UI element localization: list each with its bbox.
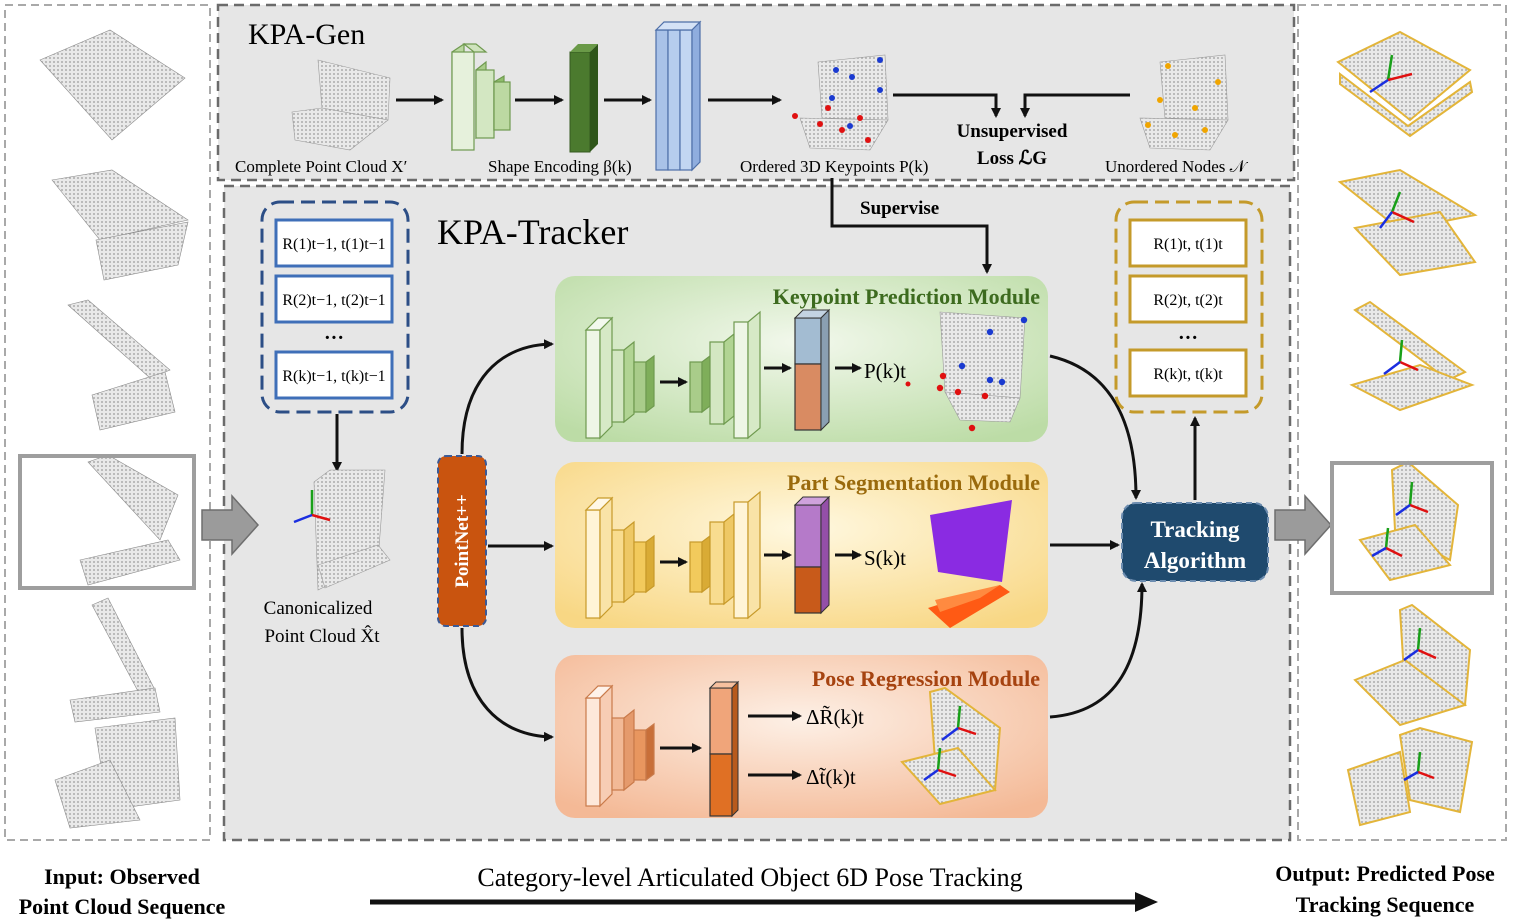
input-frame-1 <box>39 29 186 141</box>
canonicalized-label-line1: Canonicalized <box>264 598 373 619</box>
pose-output-translation: Δt̃(k)t <box>806 765 856 789</box>
out-pose-box-k <box>1128 348 1248 398</box>
keypoint-to-tracking-arrow <box>1049 354 1141 500</box>
segmentation-module-title: Part Segmentation Module <box>787 470 1040 495</box>
input-label-line1: Input: Observed <box>44 864 200 889</box>
supervise-label: Supervise <box>860 198 939 219</box>
out-pose-1: R(1)t, t(1)t <box>1153 236 1223 253</box>
keypoint-head-block <box>793 308 831 432</box>
prev-pose-ellipsis: ··· <box>324 327 344 349</box>
loss-label: Loss ℒG <box>977 148 1047 169</box>
output-label-line1: Output: Predicted Pose <box>1275 861 1495 886</box>
current-input-frame-highlight <box>18 454 196 590</box>
canonicalized-label-line2: Point Cloud X̂t <box>264 625 380 647</box>
segmentation-output: S(k)t <box>864 546 906 570</box>
pose-module-title: Pose Regression Module <box>812 666 1040 691</box>
nodes-to-loss-arrow <box>1020 93 1130 118</box>
pose-head-block <box>708 680 740 818</box>
unordered-nodes-label: Unordered Nodes 𝒩 <box>1105 157 1249 176</box>
prev-pose-box-1 <box>274 218 394 268</box>
input-frame-6-base <box>54 759 141 829</box>
segmentation-head-block <box>793 495 831 615</box>
previous-poses-group <box>260 200 410 414</box>
output-label-line2: Tracking Sequence <box>1296 892 1475 917</box>
decoder-block <box>654 20 702 172</box>
input-label-line2: Point Cloud Sequence <box>19 894 226 919</box>
out-pose-2: R(2)t, t(2)t <box>1153 292 1223 309</box>
tracking-label-line1: Tracking <box>1150 517 1240 542</box>
pose-to-tracking-arrow <box>1049 582 1147 719</box>
current-output-frame-highlight <box>1330 461 1494 595</box>
keypoints-to-loss-arrow <box>893 93 1001 118</box>
output-thumbnails <box>1336 30 1478 827</box>
out-pose-box-2 <box>1128 274 1248 324</box>
keypoint-prediction-image <box>905 311 1028 432</box>
complete-point-cloud-label: Complete Point Cloud X′ <box>235 157 407 176</box>
input-frame-3 <box>67 299 171 379</box>
pose-regression-image <box>900 686 1002 806</box>
output-frame-3-base <box>1349 363 1475 412</box>
pointnet-to-pose-arrow <box>460 627 554 742</box>
prev-pose-k: R(k)t−1, t(k)t−1 <box>282 368 385 385</box>
bottom-flow-arrowhead <box>1135 892 1158 912</box>
input-frame-5-base <box>69 687 161 723</box>
out-pose-box-1 <box>1128 218 1248 268</box>
output-frame-2-base <box>1353 210 1477 277</box>
bottom-center-label: Category-level Articulated Object 6D Pos… <box>477 863 1022 892</box>
keypoint-encoder <box>584 310 761 440</box>
kpa-gen-panel <box>216 3 1296 182</box>
kpa-tracker-title: KPA-Tracker <box>437 212 628 252</box>
output-frame-1-base <box>1339 71 1474 138</box>
pointnet-block <box>437 455 487 627</box>
output-big-arrow <box>1274 494 1333 556</box>
input-frame-3-base <box>91 371 176 431</box>
output-axes <box>1369 54 1437 782</box>
supervise-arrow <box>830 178 992 274</box>
segmentation-encoder <box>584 490 761 620</box>
output-frame-6 <box>1398 726 1474 814</box>
complete-point-cloud-image <box>291 59 391 151</box>
prev-pose-1: R(1)t−1, t(1)t−1 <box>282 236 385 253</box>
input-thumbnails <box>39 29 189 829</box>
unsupervised-label: Unsupervised <box>957 121 1068 142</box>
output-frame-6-base <box>1346 750 1412 827</box>
output-frame-3 <box>1353 300 1467 382</box>
unordered-nodes-image <box>1139 54 1229 151</box>
keypoint-output: P(k)t <box>864 359 906 383</box>
prev-pose-box-k <box>274 350 394 400</box>
prev-pose-2: R(2)t−1, t(2)t−1 <box>282 292 385 309</box>
input-frame-2 <box>51 169 189 241</box>
input-big-arrow <box>201 494 260 556</box>
tracking-algorithm-block <box>1121 502 1269 582</box>
output-frame-5-base <box>1353 658 1468 727</box>
canonicalized-point-cloud-image <box>293 469 391 591</box>
shape-encoding-label: Shape Encoding β(k) <box>488 157 632 176</box>
pose-encoder <box>584 684 655 808</box>
shape-encoding-block <box>569 44 598 153</box>
out-pose-k: R(k)t, t(k)t <box>1153 366 1223 383</box>
pointnet-to-keypoint-arrow <box>460 339 554 455</box>
gen-encoder <box>451 42 511 152</box>
pointnet-label: PointNet++ <box>452 494 473 587</box>
segmentation-image <box>928 500 1012 628</box>
pose-output-rotation: ΔR̃(k)t <box>806 705 864 729</box>
out-pose-ellipsis: ··· <box>1178 327 1198 349</box>
kpa-gen-title: KPA-Gen <box>248 18 365 51</box>
tracking-label-line2: Algorithm <box>1144 548 1246 573</box>
input-frame-4-base <box>79 539 181 586</box>
keypoint-module-title: Keypoint Prediction Module <box>773 284 1040 309</box>
input-frame-2-base <box>95 221 189 281</box>
output-frame-4-base <box>1358 523 1452 582</box>
prev-pose-box-2 <box>274 274 394 324</box>
ordered-keypoints-label: Ordered 3D Keypoints P(k) <box>740 157 928 176</box>
ordered-keypoints-image <box>792 54 889 151</box>
output-poses-group <box>1114 200 1264 414</box>
